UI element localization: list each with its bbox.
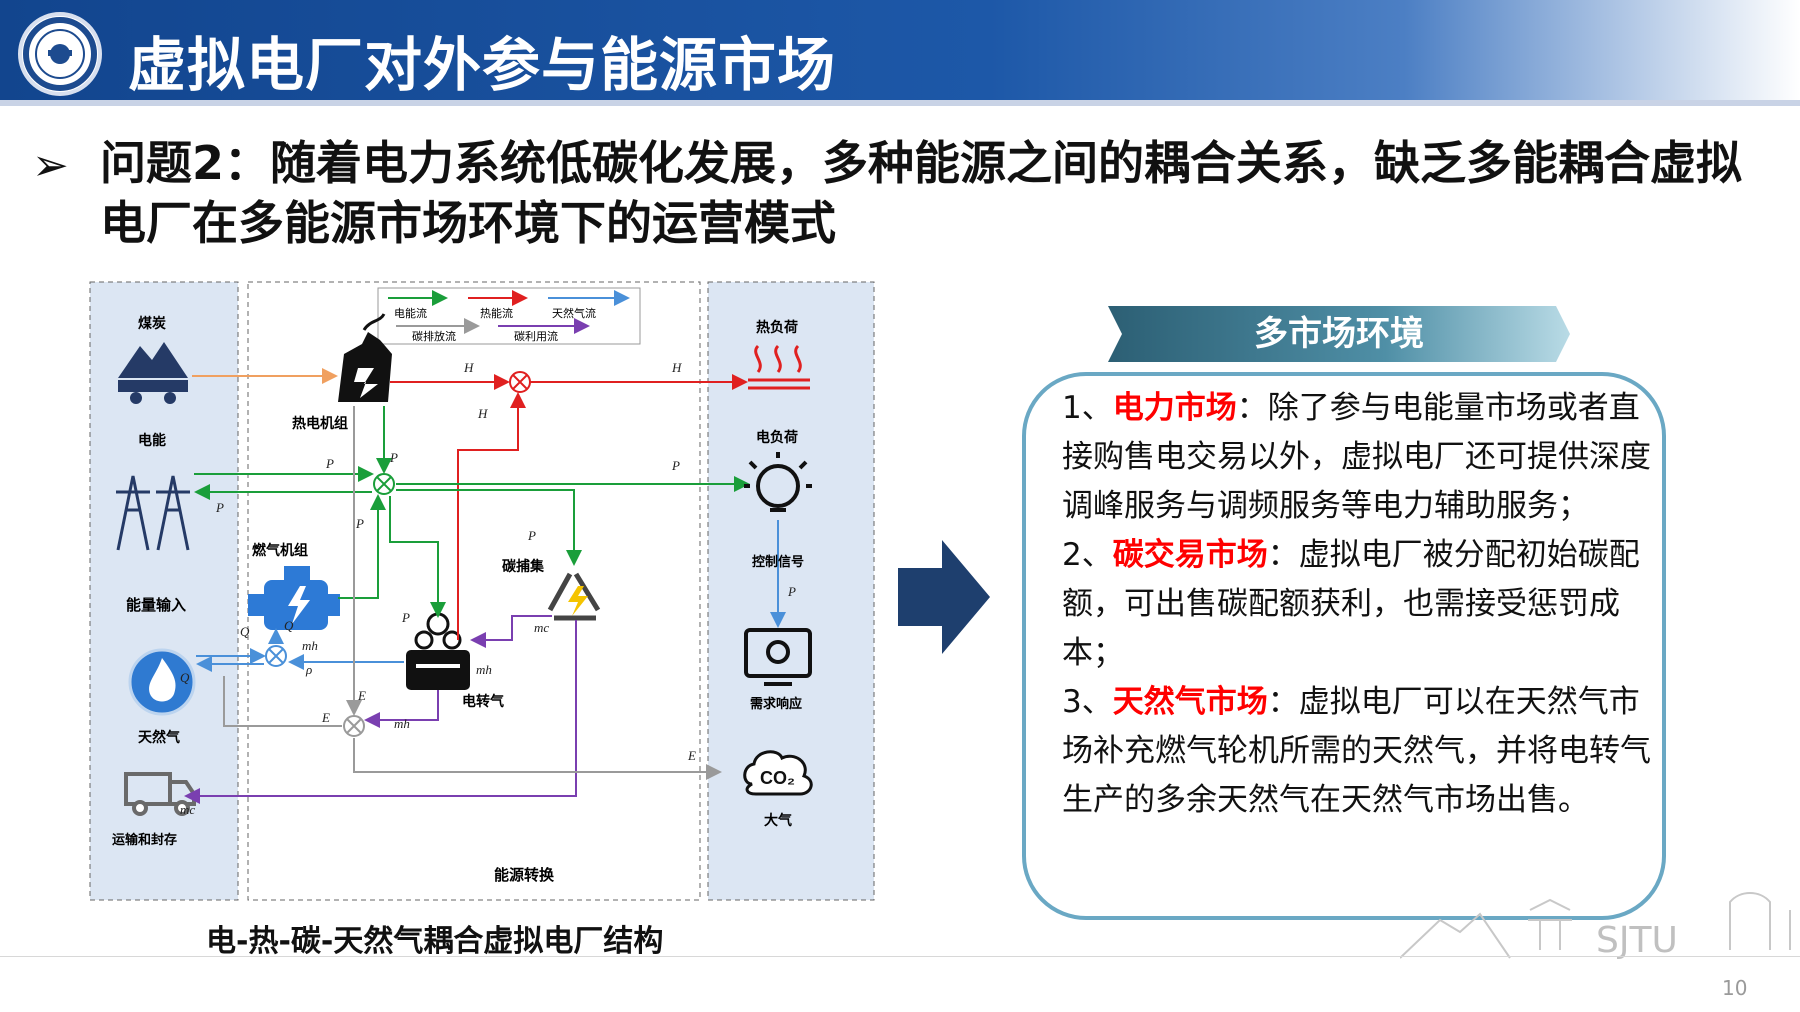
university-logo xyxy=(18,12,102,96)
label-natural-gas: 天然气 xyxy=(138,729,180,745)
sym-e-chp: E xyxy=(357,688,366,703)
market-banner-title: 多市场环境 xyxy=(1254,314,1424,354)
question-text: 问题2：随着电力系统低碳化发展，多种能源之间的耦合关系，缺乏多能耦合虚拟电厂在多… xyxy=(100,136,1743,250)
page-title: 虚拟电厂对外参与能源市场 xyxy=(128,31,837,99)
label-coal: 煤炭 xyxy=(138,315,166,331)
label-atmosphere: 大气 xyxy=(764,812,792,828)
sym-e-t: E xyxy=(687,748,696,763)
market-item-separator: ： xyxy=(1267,684,1299,720)
label-control: 控制信号 xyxy=(752,554,804,569)
bulb-icon xyxy=(744,452,812,512)
label-transport: 运输和封存 xyxy=(112,832,177,847)
market-item-body: 虚拟电厂被分配初始碳配额，可出售碳配额获利，也需接受惩罚成本； xyxy=(1062,537,1640,671)
carbon-mixer-node xyxy=(343,715,365,737)
co2-label: CO₂ xyxy=(760,768,795,788)
sjtu-watermark: SJTU xyxy=(1400,892,1791,960)
sym-q-gt: Q xyxy=(284,618,294,633)
sym-h-load: H xyxy=(671,360,682,375)
header-bar xyxy=(0,0,1800,104)
sym-h-chp: H xyxy=(463,360,474,375)
market-item-carbon: 2、碳交易市场：虚拟电厂被分配初始碳配额，可出售碳配额获利，也需接受惩罚成本； xyxy=(1062,531,1652,678)
market-item-electric: 1、电力市场：除了参与电能量市场或者直接购售电交易以外，虚拟电厂还可提供深度调峰… xyxy=(1062,384,1652,531)
sym-p-p2g: P xyxy=(401,610,410,625)
sym-q-sel: Q xyxy=(180,670,190,685)
p2g-icon xyxy=(406,612,470,690)
label-conversion: 能源转换 xyxy=(494,866,555,884)
legend-electric: 电能流 xyxy=(394,306,427,320)
watermark-text: SJTU xyxy=(1596,920,1678,960)
market-item-body: 除了参与电能量市场或者直接购售电交易以外，虚拟电厂还可提供深度调峰服务与调频服务… xyxy=(1062,390,1651,524)
label-gas-turbine: 燃气机组 xyxy=(252,542,308,558)
carbon-capture-icon xyxy=(547,572,601,621)
market-item-separator: ： xyxy=(1267,537,1299,573)
sym-rho-gas: ρ xyxy=(305,662,312,677)
sym-e-gt: E xyxy=(321,710,330,725)
market-item-title: 电力市场 xyxy=(1112,390,1237,426)
sym-mh-co2ccs: mh xyxy=(476,662,492,677)
label-demand-response: 需求响应 xyxy=(750,696,802,711)
market-item-separator: ： xyxy=(1236,390,1268,426)
legend-carbon-emission: 碳排放流 xyxy=(412,329,456,343)
sym-p-load: P xyxy=(671,458,680,473)
sym-p-ccs: P xyxy=(527,528,536,543)
market-item-title: 天然气市场 xyxy=(1112,684,1268,720)
sym-p-buy: P xyxy=(215,500,224,515)
label-carbon-capture: 碳捕集 xyxy=(502,558,545,574)
label-energy-input: 能量输入 xyxy=(126,596,186,614)
label-chp: 热电机组 xyxy=(292,415,348,431)
monitor-icon xyxy=(744,628,812,686)
sym-q-buy: Q xyxy=(240,624,250,639)
market-item-number: 3、 xyxy=(1062,684,1113,720)
diagram-caption: 电-热-碳-天然气耦合虚拟电厂结构 xyxy=(206,924,664,959)
chp-plant-icon xyxy=(338,313,392,402)
market-box xyxy=(1022,372,1666,920)
heat-mixer-node xyxy=(509,371,531,393)
market-item-gas: 3、天然气市场：虚拟电厂可以在天然气市场补充燃气轮机所需的天然气，并将电转气生产… xyxy=(1062,678,1652,825)
sym-h-p2g: H xyxy=(477,406,488,421)
sym-mc-bottom: mc xyxy=(180,802,195,817)
legend-heat: 热能流 xyxy=(480,306,513,320)
label-heat-load: 热负荷 xyxy=(756,319,798,335)
co2-cloud-icon: CO₂ xyxy=(743,750,813,796)
label-elec-load: 电负荷 xyxy=(756,429,798,445)
sym-p-sel: P xyxy=(325,456,334,471)
power-tower-icon xyxy=(116,475,190,551)
footer-divider xyxy=(0,956,1800,957)
sym-mh-gas: mh xyxy=(302,638,318,653)
gas-turbine-icon xyxy=(248,566,340,630)
heat-load-icon xyxy=(748,344,810,390)
natural-gas-icon xyxy=(128,648,196,716)
label-electricity: 电能 xyxy=(138,432,166,448)
sym-p-dr: P xyxy=(787,584,796,599)
label-p2g: 电转气 xyxy=(462,693,504,709)
market-banner xyxy=(1108,306,1570,362)
legend-carbon-use: 碳利用流 xyxy=(514,329,558,343)
electric-mixer-node xyxy=(373,473,395,495)
gas-mixer-node xyxy=(265,645,287,667)
coal-icon xyxy=(118,342,188,404)
market-item-number: 2、 xyxy=(1062,537,1113,573)
header-divider xyxy=(0,100,1800,106)
market-item-body: 虚拟电厂可以在天然气市场补充燃气轮机所需的天然气，并将电转气生产的多余天然气在天… xyxy=(1062,684,1651,818)
market-item-number: 1、 xyxy=(1062,390,1113,426)
market-list: 1、电力市场：除了参与电能量市场或者直接购售电交易以外，虚拟电厂还可提供深度调峰… xyxy=(1062,384,1652,825)
vpp-structure-diagram: 电能流 热能流 天然气流 碳排放流 碳利用流 煤炭 电能 能量输入 天然气 运输… xyxy=(89,281,875,901)
sym-mc-sp: mc xyxy=(534,620,549,635)
legend-gas: 天然气流 xyxy=(552,306,596,320)
market-item-title: 碳交易市场 xyxy=(1112,537,1268,573)
sym-mh-co2buy: mh xyxy=(394,716,410,731)
sym-p-gt: P xyxy=(355,516,364,531)
bullet-arrow-icon: ➢ xyxy=(32,140,69,191)
big-right-arrow-icon xyxy=(898,540,990,654)
page-number: 10 xyxy=(1722,976,1748,1000)
sym-p-chp: P xyxy=(389,450,398,465)
